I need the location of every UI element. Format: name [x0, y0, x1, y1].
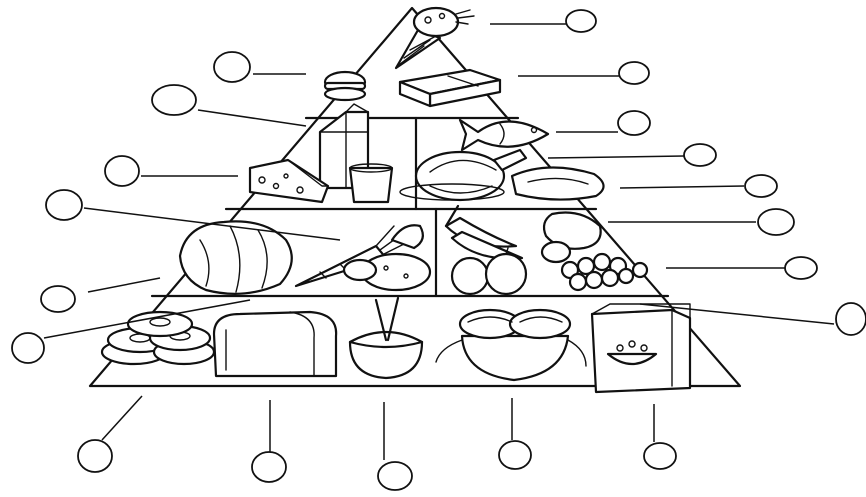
cheese-wedge-icon	[248, 158, 330, 204]
leader-line	[619, 185, 745, 189]
blank-label-circle[interactable]	[617, 110, 651, 136]
blank-label-circle[interactable]	[251, 451, 287, 483]
leader-line	[639, 303, 835, 325]
bagels-icon	[100, 310, 216, 366]
blank-label-circle[interactable]	[683, 143, 717, 167]
fish-icon	[458, 118, 550, 152]
blank-label-circle[interactable]	[643, 442, 677, 470]
blank-label-circle[interactable]	[744, 174, 778, 198]
blank-label-circle[interactable]	[498, 440, 532, 470]
blank-label-circle[interactable]	[757, 208, 795, 236]
ice-cream-cone-icon	[394, 6, 475, 70]
blank-label-circle[interactable]	[77, 439, 113, 473]
steak-icon	[399, 166, 605, 201]
leader-line	[43, 299, 251, 339]
glass-of-milk-icon	[348, 163, 394, 204]
blank-label-circle[interactable]	[784, 256, 818, 280]
leader-line	[83, 207, 341, 241]
roast-chicken-icon	[414, 148, 528, 202]
bread-loaf-icon	[212, 310, 338, 378]
burger-bun-icon	[323, 70, 367, 102]
grapes-icon	[560, 252, 649, 292]
blank-label-circles	[11, 9, 866, 491]
banana-bunch-icon	[444, 204, 524, 260]
potato-icon	[342, 224, 432, 292]
leader-line	[547, 155, 685, 159]
blank-label-circle[interactable]	[104, 155, 140, 187]
blank-label-circle[interactable]	[618, 61, 650, 85]
blank-label-circle[interactable]	[377, 461, 413, 491]
cabbage-icon	[178, 220, 293, 295]
blank-label-circle[interactable]	[565, 9, 597, 33]
blank-label-circle[interactable]	[213, 51, 251, 83]
leader-line	[197, 109, 307, 127]
blank-label-circle[interactable]	[40, 285, 76, 313]
pasta-bowl-icon	[435, 308, 587, 382]
cereal-box-icon	[590, 303, 692, 394]
rice-bowl-icon	[348, 296, 424, 380]
leader-line	[87, 277, 161, 293]
blank-label-circle[interactable]	[835, 302, 866, 336]
blank-label-circle[interactable]	[151, 84, 197, 116]
blank-label-circle[interactable]	[11, 332, 45, 364]
leader-line	[101, 395, 143, 441]
butter-stick-icon	[398, 68, 502, 108]
pear-icon	[540, 211, 602, 264]
orange-icon	[450, 247, 528, 296]
blank-label-circle[interactable]	[45, 189, 83, 221]
label-leader-lines	[43, 23, 835, 460]
